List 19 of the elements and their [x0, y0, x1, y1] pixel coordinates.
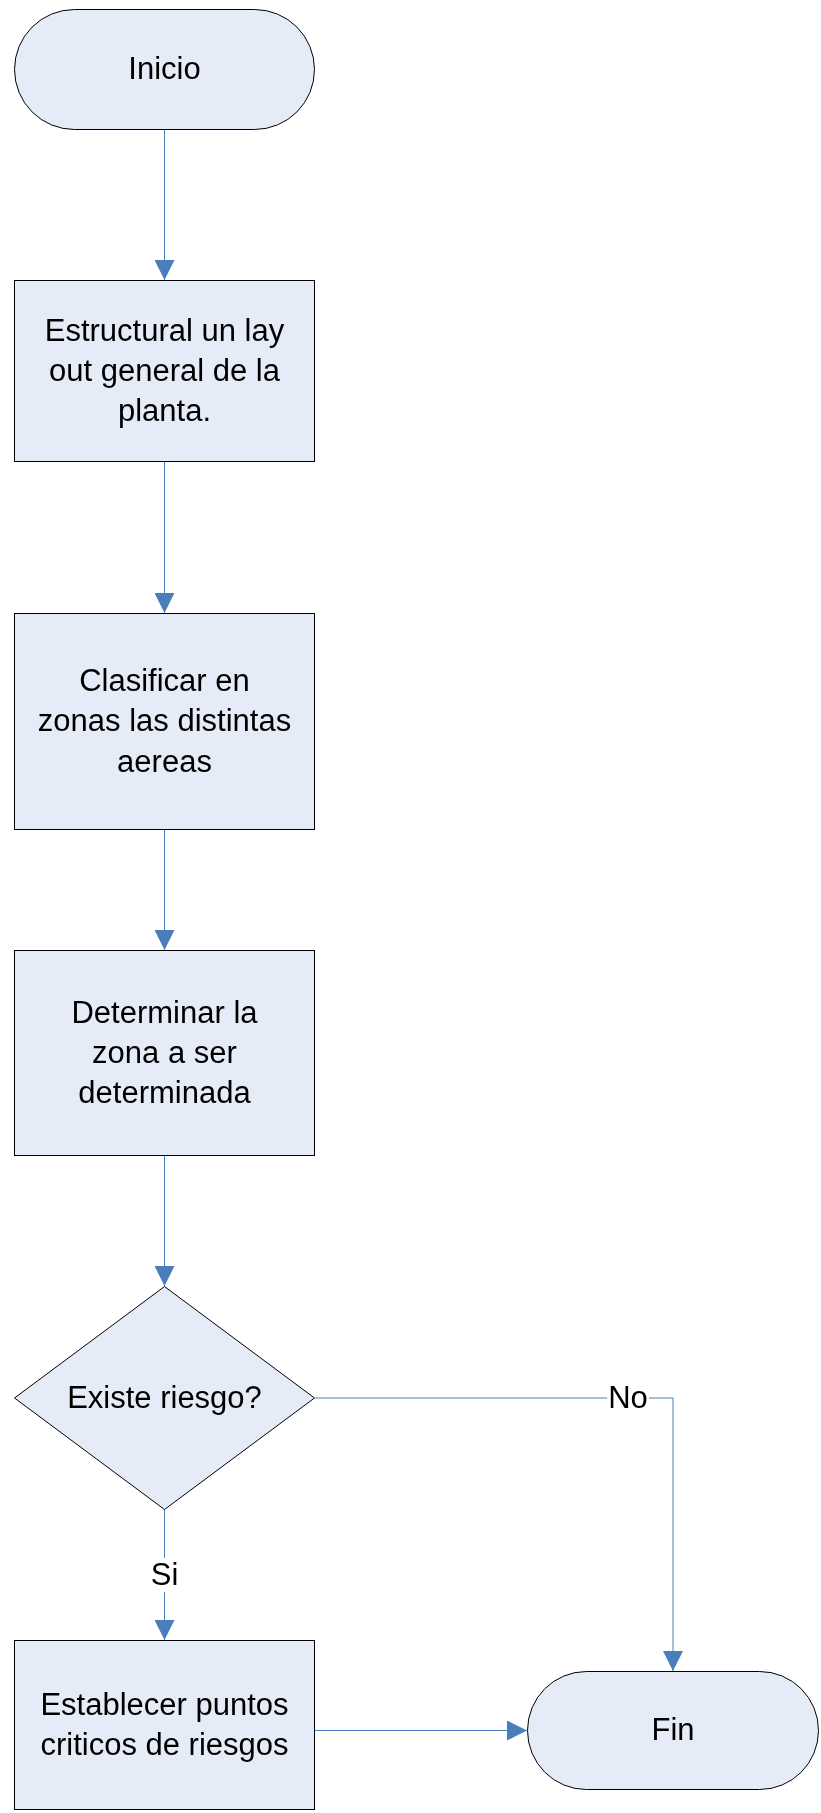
decision-diamond [14, 1286, 315, 1510]
process-box [14, 950, 315, 1156]
arrow [314, 1720, 528, 1741]
process-box [14, 613, 315, 830]
arrow [314, 1397, 683, 1672]
node-text: Estructural un lay out general de la planta. [43, 311, 286, 431]
node-text: Fin [651, 1711, 695, 1750]
node-text: Inicio [128, 50, 201, 89]
edge-label: Si [149, 1557, 180, 1593]
process-box [14, 280, 315, 462]
node-text: Establecer puntos criticos de riesgos [39, 1685, 290, 1764]
arrow [154, 1155, 175, 1287]
node-text: Determinar la zona a ser determinada [70, 993, 259, 1113]
process-box [14, 1640, 315, 1810]
arrow [154, 829, 175, 951]
node-text: Clasificar en zonas las distintas aereas [36, 662, 293, 781]
node-text: Existe riesgo? [66, 1378, 263, 1417]
arrow [154, 461, 175, 614]
arrow [154, 129, 175, 281]
